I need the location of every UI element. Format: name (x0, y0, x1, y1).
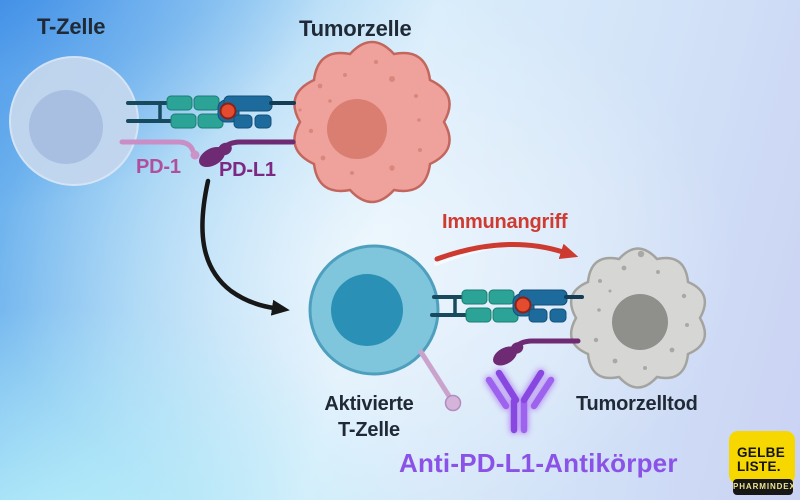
t-cell-icon (9, 56, 139, 186)
activation-arrow-icon (200, 178, 290, 316)
tumor-cell-icon (293, 40, 451, 204)
activated-t-cell-label-line1: Aktivierte (324, 393, 414, 415)
tumor-cell-death-label: Tumorzelltod (576, 393, 698, 415)
t-cell-label: T-Zelle (37, 14, 106, 39)
antigen-dot-icon (514, 296, 532, 314)
free-pd1-receptor-icon (418, 349, 462, 412)
activated-t-cell-label-line2: T-Zelle (338, 419, 400, 441)
activated-t-cell-label: Aktivierte T-Zelle (299, 391, 439, 443)
pharmindex-badge: PHARMINDEX (733, 479, 795, 495)
tumor-cell-label: Tumorzelle (299, 16, 412, 41)
pdl1-label: PD-L1 (219, 159, 276, 181)
pdl1-ligand-icon (199, 139, 296, 167)
logo-line2: LISTE. (737, 458, 781, 474)
pd1-receptor-icon (119, 139, 200, 160)
antibody-icon (485, 369, 555, 434)
antigen-dot-icon (219, 102, 237, 120)
dying-cell-speckles (593, 250, 689, 370)
logo-line1: GELBE (737, 445, 786, 460)
dying-tumor-cell-icon (569, 247, 707, 389)
activated-t-cell-icon (308, 244, 440, 376)
pd1-label: PD-1 (136, 156, 181, 178)
immune-attack-label: Immunangriff (442, 211, 568, 233)
tumor-cell-speckles (298, 59, 422, 175)
receptor-complex-top-icon (126, 95, 296, 129)
free-pdl1-ligand-icon (493, 338, 581, 366)
gelbe-liste-logo: GELBE LISTE. (729, 431, 795, 484)
attack-arrow-icon (434, 241, 579, 262)
receptor-complex-bottom-icon (430, 289, 584, 323)
antibody-label: Anti-PD-L1-Antikörper (399, 448, 678, 478)
